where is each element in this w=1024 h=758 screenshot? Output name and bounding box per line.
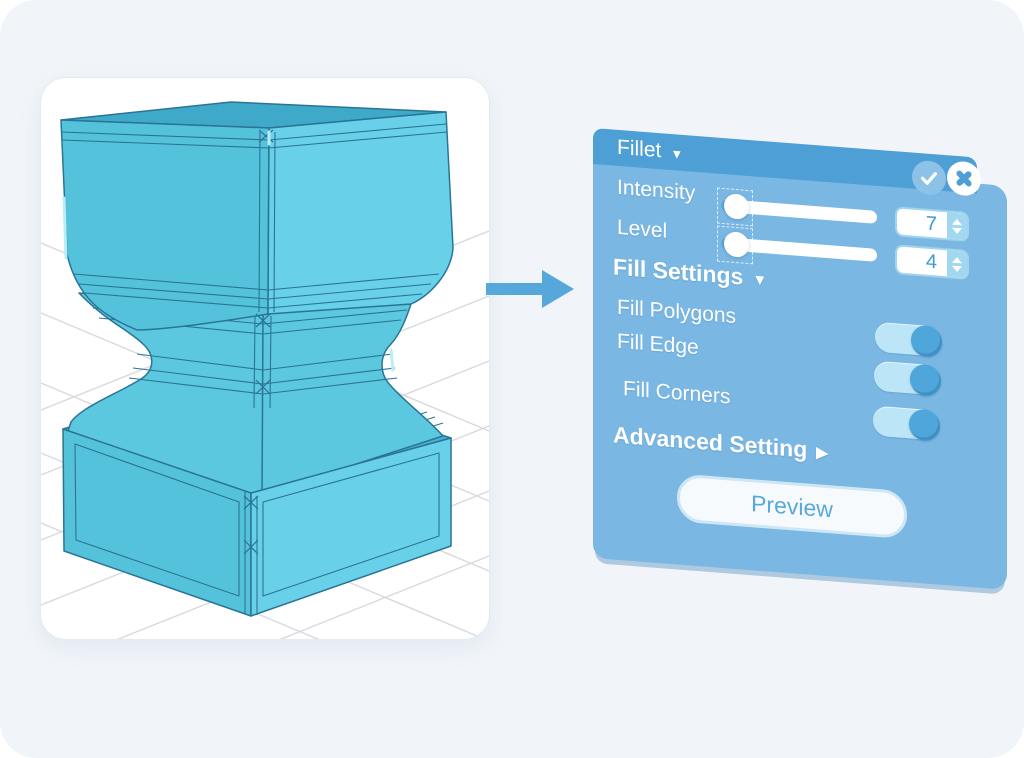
- chevron-right-icon: ▶: [816, 444, 828, 463]
- chevron-down-icon: ▼: [752, 270, 768, 289]
- viewport-card: [40, 77, 490, 640]
- 3d-model-viewport[interactable]: [41, 78, 489, 639]
- pedestal-model: [60, 101, 454, 617]
- panel-title: Fillet: [617, 135, 662, 163]
- stepper-down-icon[interactable]: [952, 227, 962, 234]
- fill-polygons-toggle[interactable]: [875, 321, 942, 358]
- stepper-up-icon[interactable]: [952, 218, 962, 225]
- close-x-icon: [956, 170, 972, 187]
- chevron-down-icon[interactable]: ▼: [670, 145, 684, 162]
- intensity-value-field[interactable]: 7: [895, 206, 969, 242]
- fill-edge-toggle[interactable]: [874, 360, 941, 397]
- confirm-button[interactable]: [912, 159, 946, 197]
- level-value-field[interactable]: 4: [895, 244, 969, 280]
- level-value[interactable]: 4: [925, 250, 937, 274]
- level-stepper: [947, 250, 967, 278]
- check-icon: [920, 172, 938, 185]
- flow-arrow-right-icon: [486, 268, 574, 310]
- level-label: Level: [617, 215, 668, 243]
- intensity-value[interactable]: 7: [925, 212, 937, 236]
- fillet-panel: Fillet ▼ Intensity 7 Level: [593, 128, 1007, 590]
- stepper-down-icon[interactable]: [952, 265, 962, 272]
- stepper-up-icon[interactable]: [952, 256, 962, 263]
- close-button[interactable]: [947, 160, 981, 197]
- fill-corners-toggle[interactable]: [873, 405, 940, 442]
- intensity-stepper: [947, 212, 967, 240]
